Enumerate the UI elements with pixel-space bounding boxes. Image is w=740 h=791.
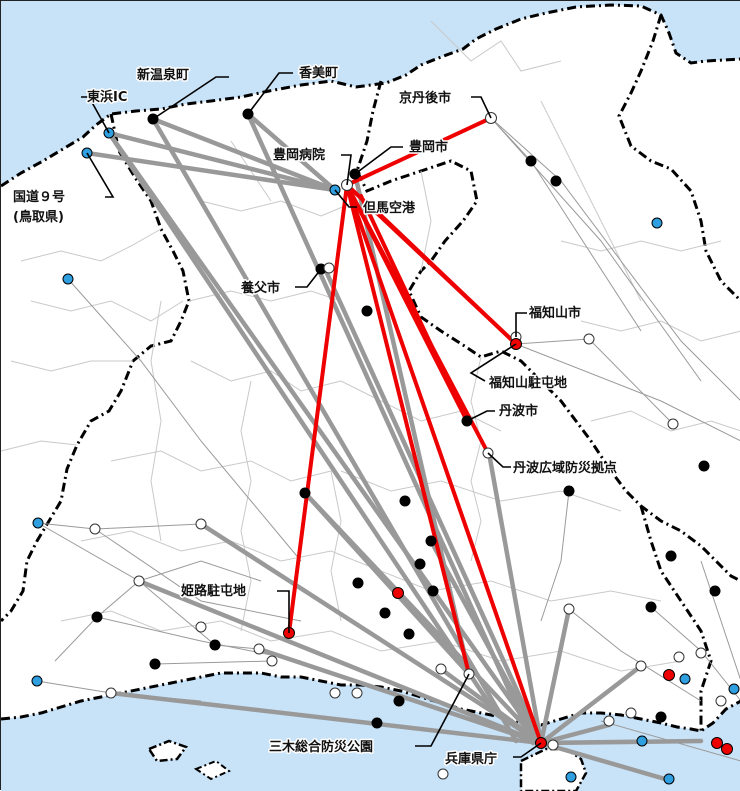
node-white [435, 663, 447, 675]
node-blue [636, 735, 648, 747]
node-white [195, 621, 207, 633]
node-black [352, 577, 364, 589]
label-yabu: 養父市 [240, 280, 280, 296]
red-routes [287, 116, 543, 745]
label-kyotango: 京丹後市 [399, 90, 451, 106]
node-white [695, 647, 707, 659]
node-red [663, 669, 675, 681]
node-black [525, 155, 537, 167]
node-black [403, 628, 415, 640]
node-black [550, 175, 562, 187]
node-blue [31, 675, 43, 687]
label-tamba: 丹波市 [499, 403, 538, 419]
node-black [393, 695, 405, 707]
label-hyogo-office: 兵庫県庁 [445, 751, 497, 767]
leader-lines [81, 72, 542, 758]
grey-routes [84, 111, 704, 782]
node-black [91, 611, 103, 623]
place-labels: 新温泉町 香美町 東浜IC 京丹後市 豊岡病院 豊岡市 国道９号 (鳥取県) 但… [12, 64, 619, 769]
node-blue [62, 273, 74, 285]
node-black [665, 550, 677, 562]
node-black [299, 487, 311, 499]
node-black [149, 658, 161, 670]
island-small-west [147, 739, 189, 763]
label-toyooka-hospital: 豊岡病院 [273, 147, 325, 163]
node-white [323, 262, 335, 274]
node-blue [32, 517, 44, 529]
node-black [655, 711, 667, 723]
label-route9-sub: (鳥取県) [13, 209, 64, 225]
node-white [133, 575, 145, 587]
node-black [209, 639, 221, 651]
label-miki-park: 三木総合防災公園 [269, 739, 373, 755]
node-white [195, 518, 207, 530]
node-blue [651, 217, 663, 229]
prefecture-boundary-east [355, 80, 740, 583]
node-blue [679, 673, 691, 685]
node-blue [728, 683, 740, 695]
node-white [715, 695, 727, 707]
node-white [351, 687, 363, 699]
node-white [266, 655, 278, 667]
label-shinonsen: 新温泉町 [137, 67, 189, 83]
prefecture-boundary-west [1, 113, 191, 623]
label-route9: 国道９号 [13, 189, 65, 205]
prefecture-boundary-kyoto [617, 14, 740, 303]
node-black [399, 495, 411, 507]
node-white [625, 707, 637, 719]
node-black [698, 460, 710, 472]
node-white [89, 523, 101, 535]
node-black [427, 585, 439, 597]
node-white [253, 643, 265, 655]
label-fukuchiyama: 福知山市 [528, 305, 581, 321]
prefecture-boundary-osaka [639, 505, 713, 731]
node-white [437, 768, 449, 780]
node-red [711, 737, 723, 749]
node-white [635, 660, 647, 672]
node-black [563, 485, 575, 497]
node-white [563, 603, 575, 615]
label-higashihama: 東浜IC [87, 89, 127, 105]
coastline-north [1, 3, 740, 188]
coastline-south [1, 671, 740, 733]
node-white [667, 418, 679, 430]
node-red [392, 587, 404, 599]
label-fukuchiyama-camp: 福知山駐屯地 [488, 375, 567, 391]
node-blue [565, 771, 577, 783]
node-white [673, 651, 685, 663]
node-black [414, 558, 426, 570]
node-black [709, 585, 721, 597]
label-himeji-camp: 姫路駐屯地 [181, 583, 246, 599]
node-black [425, 535, 437, 547]
node-black [371, 717, 383, 729]
node-black [361, 305, 373, 317]
node-white [583, 333, 595, 345]
node-white [603, 715, 615, 727]
node-black [645, 601, 657, 613]
node-black [379, 607, 391, 619]
node-white [547, 739, 559, 751]
map-nodes [31, 108, 740, 785]
label-toyooka: 豊岡市 [409, 139, 448, 155]
label-tajima-airport: 但馬空港 [362, 200, 416, 216]
node-blue [663, 773, 675, 785]
island-small-east [193, 759, 231, 781]
node-white [329, 687, 341, 699]
node-white [105, 687, 117, 699]
node-red [721, 743, 733, 755]
label-tamba-base: 丹波広域防災拠点 [513, 460, 617, 476]
label-kami: 香美町 [298, 65, 338, 81]
